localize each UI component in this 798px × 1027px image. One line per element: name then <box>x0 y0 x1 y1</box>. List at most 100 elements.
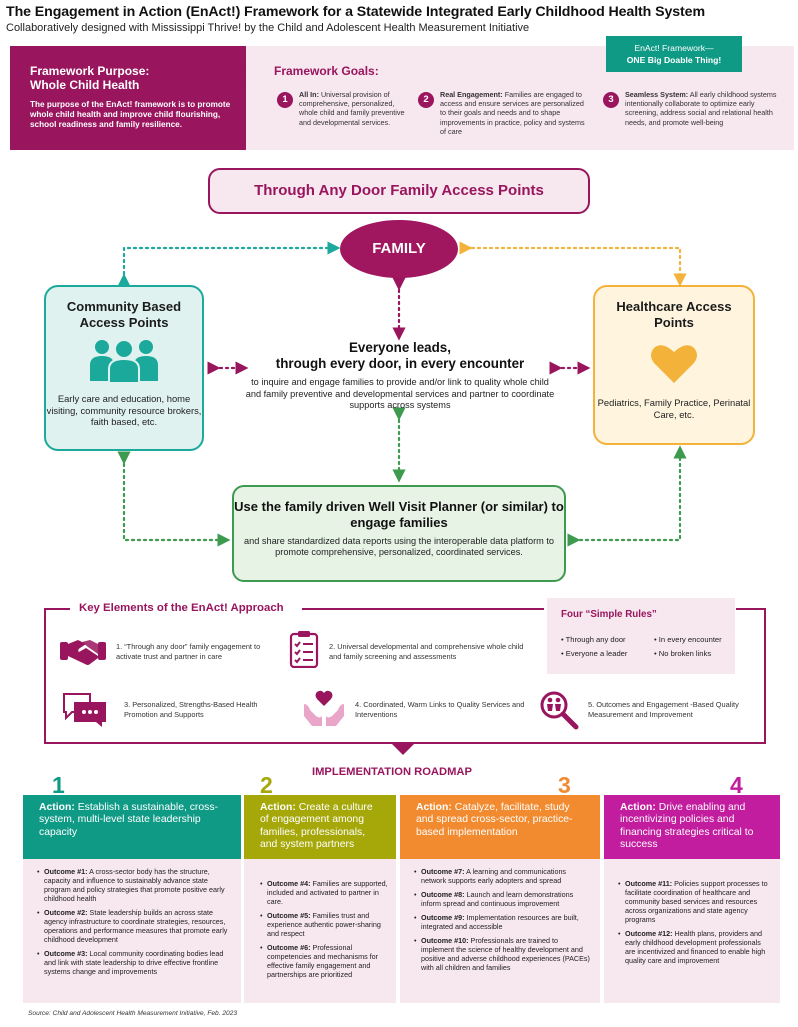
outcome-text: Launch and learn demonstrations inform s… <box>421 890 574 908</box>
action-2: Action: Create a culture of engagement a… <box>244 795 396 859</box>
outcome-item: Outcome #9: Implementation resources are… <box>414 913 590 931</box>
outcome-text: Local community coordinating bodies lead… <box>44 949 224 976</box>
action-label: Action: <box>39 802 75 813</box>
outcome-item: Outcome #2: State leadership builds an a… <box>37 908 229 944</box>
chat-bubbles-icon <box>63 693 106 727</box>
outcome-lead: Outcome #2: <box>44 908 88 917</box>
outcome-item: Outcome #4: Families are supported, incl… <box>260 879 388 906</box>
roadmap-number-1: 1 <box>52 772 65 798</box>
outcome-lead: Outcome #3: <box>44 949 88 958</box>
everyone-line1: Everyone leads, <box>349 340 451 355</box>
roadmap-number-2: 2 <box>260 772 273 798</box>
outcome-lead: Outcome #12: <box>625 929 673 938</box>
family-to-community-connector <box>117 241 341 287</box>
through-any-door-title: Through Any Door Family Access Points <box>208 168 590 214</box>
planner-title: Use the family driven Well Visit Planner… <box>234 499 564 530</box>
outcome-item: Outcome #10: Professionals are trained t… <box>414 936 590 972</box>
roadmap-number-3: 3 <box>558 772 571 798</box>
outcome-item: Outcome #11: Policies support processes … <box>618 879 770 924</box>
goal-2-lead: Real Engagement: <box>440 90 503 99</box>
well-visit-planner-box: Use the family driven Well Visit Planner… <box>232 485 566 582</box>
outcome-text: Policies support processes to facilitate… <box>625 879 768 924</box>
purpose-title-line1: Framework Purpose: <box>30 64 150 78</box>
outcome-item: Outcome #3: Local community coordinating… <box>37 949 229 976</box>
key-elements-pointer <box>391 743 415 755</box>
family-to-healthcare-connector <box>459 241 687 287</box>
roadmap-title: IMPLEMENTATION ROADMAP <box>312 766 472 778</box>
outcome-text: Professionals are trained to implement t… <box>421 936 590 972</box>
goal-3-lead: Seamless System: <box>625 90 689 99</box>
action-label: Action: <box>620 802 656 813</box>
outcome-item: Outcome #8: Launch and learn demonstrati… <box>414 890 590 908</box>
key-element-2: 2. Universal developmental and comprehen… <box>329 642 524 661</box>
handshake-icon <box>60 640 106 665</box>
goals-title: Framework Goals: <box>274 64 379 78</box>
goal-3: Seamless System: All early childhood sys… <box>625 90 785 127</box>
action-3: Action: Catalyze, facilitate, study and … <box>400 795 600 859</box>
community-text: Early care and education, home visiting,… <box>46 393 202 427</box>
goal-3-text: All early childhood systems intentionall… <box>625 90 777 127</box>
key-frame-top-left <box>44 608 70 610</box>
goal-1-text: Universal provision of comprehensive, pe… <box>299 90 405 127</box>
action-3-text: Catalyze, facilitate, study and spread c… <box>416 802 573 838</box>
outcome-item: Outcome #12: Health plans, providers and… <box>618 929 770 965</box>
key-frame-top-right <box>736 608 766 610</box>
framework-purpose-panel: Framework Purpose: Whole Child Health Th… <box>10 46 246 150</box>
enact-badge: EnAct! Framework— ONE Big Doable Thing! <box>606 36 742 72</box>
rule-text: Everyone a leader <box>565 649 628 658</box>
source-note: Source: Child and Adolescent Health Meas… <box>28 1010 238 1017</box>
rule-text: Through any door <box>565 635 626 644</box>
page-title: The Engagement in Action (EnAct!) Framew… <box>6 4 705 20</box>
roadmap-number-4: 4 <box>730 772 743 798</box>
outcome-text: A learning and communications network su… <box>421 867 567 885</box>
page-subtitle: Collaboratively designed with Mississipp… <box>6 22 530 34</box>
action-4-text: Drive enabling and incentivizing policie… <box>620 802 754 851</box>
heart-hands-icon <box>304 690 344 726</box>
purpose-title: Framework Purpose: Whole Child Health <box>30 64 236 92</box>
rule-item: • In every encounter <box>654 635 722 644</box>
key-element-4: 4. Coordinated, Warm Links to Quality Se… <box>355 700 525 719</box>
outcomes-column-2: Outcome #4: Families are supported, incl… <box>244 859 396 1003</box>
people-group-icon <box>90 339 158 383</box>
rule-item: • Through any door <box>561 635 626 644</box>
outcome-lead: Outcome #9: <box>421 913 465 922</box>
action-4: Action: Drive enabling and incentivizing… <box>604 795 780 859</box>
planner-to-healthcare-connector <box>567 445 687 547</box>
action-1-text: Establish a sustainable, cross-system, m… <box>39 802 219 838</box>
outcome-lead: Outcome #5: <box>267 911 311 920</box>
rule-text: No broken links <box>658 649 712 658</box>
outcomes-column-1: Outcome #1: A cross-sector body has the … <box>23 859 241 1003</box>
action-1: Action: Establish a sustainable, cross-s… <box>23 795 241 859</box>
magnifier-icon <box>540 691 579 730</box>
community-to-planner-connector <box>117 451 231 547</box>
planner-text: and share standardized data reports usin… <box>243 536 555 558</box>
outcomes-column-3: Outcome #7: A learning and communication… <box>400 859 600 1003</box>
goal-1: All In: Universal provision of comprehen… <box>299 90 407 127</box>
healthcare-title: Healthcare Access Points <box>616 299 732 330</box>
outcome-text: Implementation resources are built, inte… <box>421 913 579 931</box>
badge-line1: EnAct! Framework— <box>634 43 714 53</box>
outcome-lead: Outcome #6: <box>267 943 311 952</box>
outcome-lead: Outcome #1: <box>44 867 88 876</box>
outcome-lead: Outcome #10: <box>421 936 469 945</box>
action-label: Action: <box>416 802 452 813</box>
goal-2-text: Families are engaged to access and ensur… <box>440 90 585 136</box>
purpose-text: The purpose of the EnAct! framework is t… <box>30 100 231 129</box>
rule-item: • No broken links <box>654 649 712 658</box>
rule-item: • Everyone a leader <box>561 649 628 658</box>
goal-number-3: 3 <box>603 92 619 108</box>
outcome-text: Professional competencies and mechanisms… <box>267 943 379 979</box>
clipboard-icon <box>289 631 319 668</box>
everyone-text: to inquire and engage families to provid… <box>245 377 555 410</box>
outcome-item: Outcome #5: Families trust and experienc… <box>260 911 388 938</box>
outcome-lead: Outcome #7: <box>421 867 465 876</box>
outcome-item: Outcome #7: A learning and communication… <box>414 867 590 885</box>
action-label: Action: <box>260 802 296 813</box>
rule-text: In every encounter <box>658 635 722 644</box>
outcome-lead: Outcome #11: <box>625 879 673 888</box>
outcome-item: Outcome #6: Professional competencies an… <box>260 943 388 979</box>
simple-rules-panel <box>547 598 735 674</box>
badge-line2: ONE Big Doable Thing! <box>626 55 722 65</box>
outcome-text: State leadership builds an across state … <box>44 908 228 944</box>
